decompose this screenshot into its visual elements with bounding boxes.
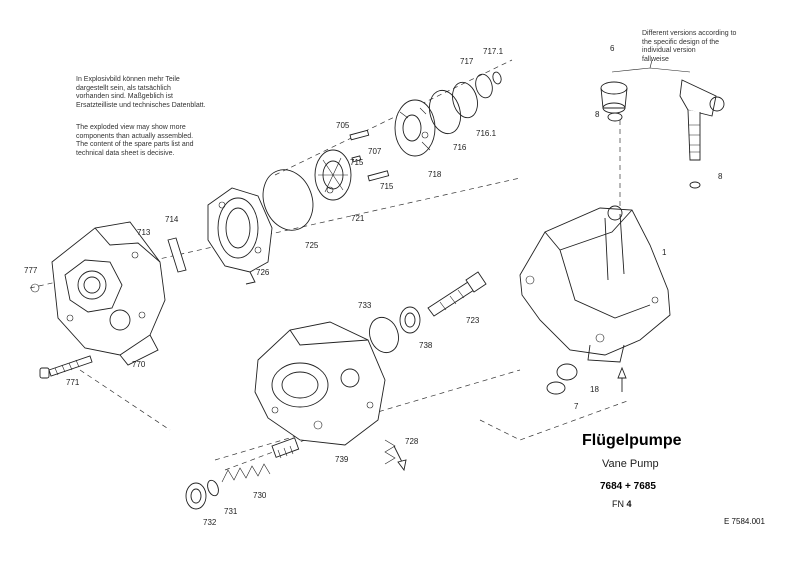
part-770-end-cover — [30, 221, 166, 366]
part-18-seal-ring — [556, 363, 578, 381]
part-7-seal-ring — [546, 381, 566, 395]
label-part-7: 7 — [574, 402, 579, 411]
part-730-spring — [221, 463, 271, 483]
fn-number: FN 4 — [612, 499, 632, 509]
label-part-717: 717 — [460, 57, 474, 66]
label-part-733: 733 — [358, 301, 372, 310]
part-728-spring-arrow — [384, 439, 407, 472]
note-english: The exploded view may show more componen… — [76, 124, 194, 157]
label-part-716-1: 716.1 — [476, 129, 497, 138]
label-part-726: 726 — [256, 268, 270, 277]
label-part-738: 738 — [419, 341, 433, 350]
label-part-707: 707 — [368, 147, 382, 156]
label-part-771: 771 — [66, 378, 80, 387]
part-6-cap — [600, 81, 628, 122]
note-german: In Explosivbild können mehr Teile darges… — [76, 76, 206, 109]
assembly-axis-lower — [214, 369, 521, 461]
label-part-715a: 715 — [350, 158, 364, 167]
label-part-717-1: 717.1 — [483, 47, 504, 56]
part-726-cam-housing — [207, 187, 273, 285]
part-732-plug — [185, 482, 207, 510]
part-771-screw — [39, 355, 93, 379]
label-part-6: 6 — [610, 44, 615, 53]
part-716-seal-ring — [428, 89, 462, 135]
note-versions: Different versions according to the spec… — [642, 30, 737, 63]
label-part-731: 731 — [224, 507, 238, 516]
label-part-721: 721 — [351, 214, 365, 223]
part-1-main-housing — [519, 205, 671, 392]
part-721-rotor — [314, 149, 352, 201]
label-part-723: 723 — [466, 316, 480, 325]
model-numbers: 7684 + 7685 — [600, 481, 656, 492]
label-part-725: 725 — [305, 241, 319, 250]
label-part-716: 716 — [453, 143, 467, 152]
label-part-770: 770 — [132, 360, 146, 369]
label-part-705: 705 — [336, 121, 350, 130]
part-8-solenoid — [679, 79, 725, 189]
part-725-o-ring — [262, 169, 314, 231]
part-720-valve-piston — [271, 437, 300, 459]
part-716-1-ring — [452, 81, 478, 119]
part-739-valve-housing — [254, 321, 386, 446]
label-part-714: 714 — [165, 215, 179, 224]
part-718-port-plate — [394, 99, 436, 157]
label-part-1: 1 — [662, 248, 667, 257]
label-part-730: 730 — [253, 491, 267, 500]
fn-label: FN — [612, 499, 624, 509]
document-id: E 7584.001 — [724, 517, 765, 526]
label-part-728: 728 — [405, 437, 419, 446]
part-713-key — [167, 237, 187, 273]
part-717-1-ring — [492, 71, 502, 85]
assembly-axis-screw — [79, 369, 171, 431]
diagram-subtitle: Vane Pump — [602, 458, 659, 470]
label-part-715b: 715 — [380, 182, 394, 191]
label-part-8b: 8 — [718, 172, 723, 181]
part-717-ring — [475, 73, 493, 99]
part-733-ring — [369, 316, 399, 354]
part-715-pins — [349, 129, 390, 182]
label-part-8a: 8 — [595, 110, 600, 119]
label-part-713: 713 — [137, 228, 151, 237]
part-738-bearing — [399, 306, 421, 334]
diagram-title: Flügelpumpe — [582, 432, 682, 449]
assembly-axis-pump-shaft — [274, 59, 513, 176]
version-leader — [611, 59, 691, 73]
label-part-777: 777 — [24, 266, 38, 275]
part-723-shaft — [427, 271, 487, 317]
part-731-seal — [207, 479, 219, 497]
label-part-18: 18 — [590, 385, 599, 394]
label-part-732: 732 — [203, 518, 217, 527]
label-part-718: 718 — [428, 170, 442, 179]
fn-value: 4 — [626, 499, 632, 509]
label-part-739: 739 — [335, 455, 349, 464]
